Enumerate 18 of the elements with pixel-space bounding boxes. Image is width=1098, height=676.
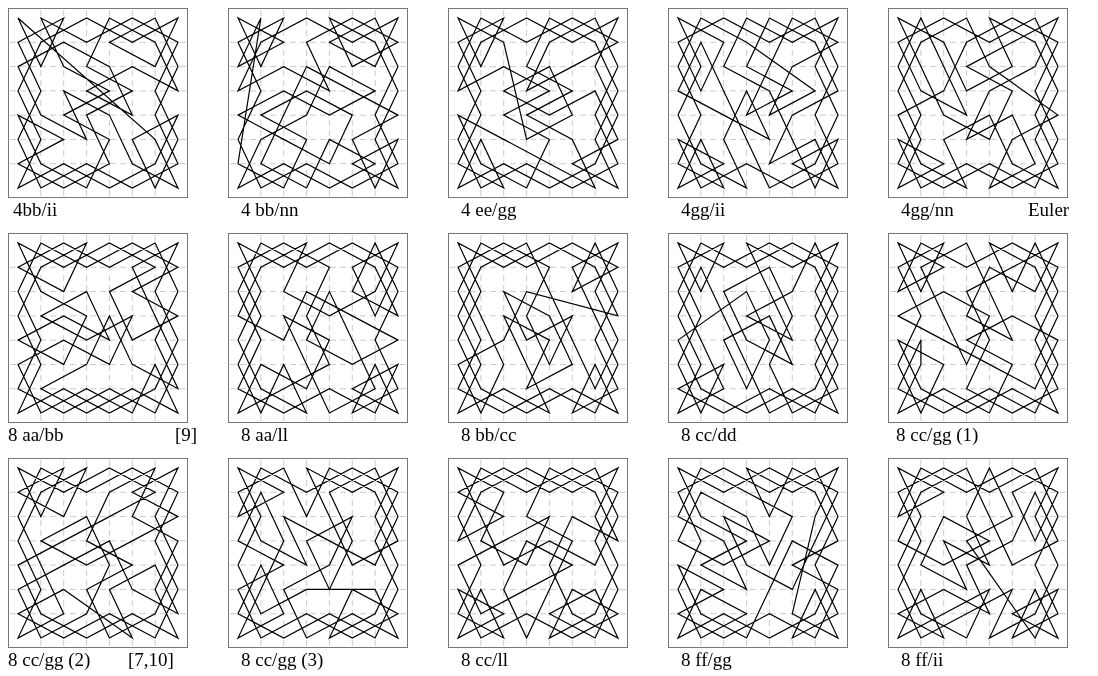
- panel-caption: 8 cc/dd: [681, 425, 737, 445]
- panel-caption: 8 bb/cc: [461, 425, 517, 445]
- panel-caption: 8 cc/ll: [461, 650, 508, 670]
- panel-caption: 8 ff/ii: [901, 650, 944, 670]
- panel-caption: 4gg/nn: [901, 200, 954, 220]
- panel-caption: 8 aa/bb: [8, 425, 64, 445]
- panel-caption: 4 ee/gg: [461, 200, 517, 220]
- panel-caption: 8 cc/gg (3): [241, 650, 324, 670]
- reference-note: [7,10]: [128, 650, 174, 670]
- panel-caption: 8 ff/gg: [681, 650, 732, 670]
- reference-note: Euler: [1028, 200, 1070, 220]
- panel-caption: 4gg/ii: [681, 200, 726, 220]
- panel-caption: 4bb/ii: [13, 200, 58, 220]
- reference-note: [9]: [175, 425, 198, 445]
- panel-caption: 8 cc/gg (2): [8, 650, 91, 670]
- panel-caption: 8 cc/gg (1): [896, 425, 979, 445]
- panel-caption: 8 aa/ll: [241, 425, 288, 445]
- panel-caption: 4 bb/nn: [241, 200, 299, 220]
